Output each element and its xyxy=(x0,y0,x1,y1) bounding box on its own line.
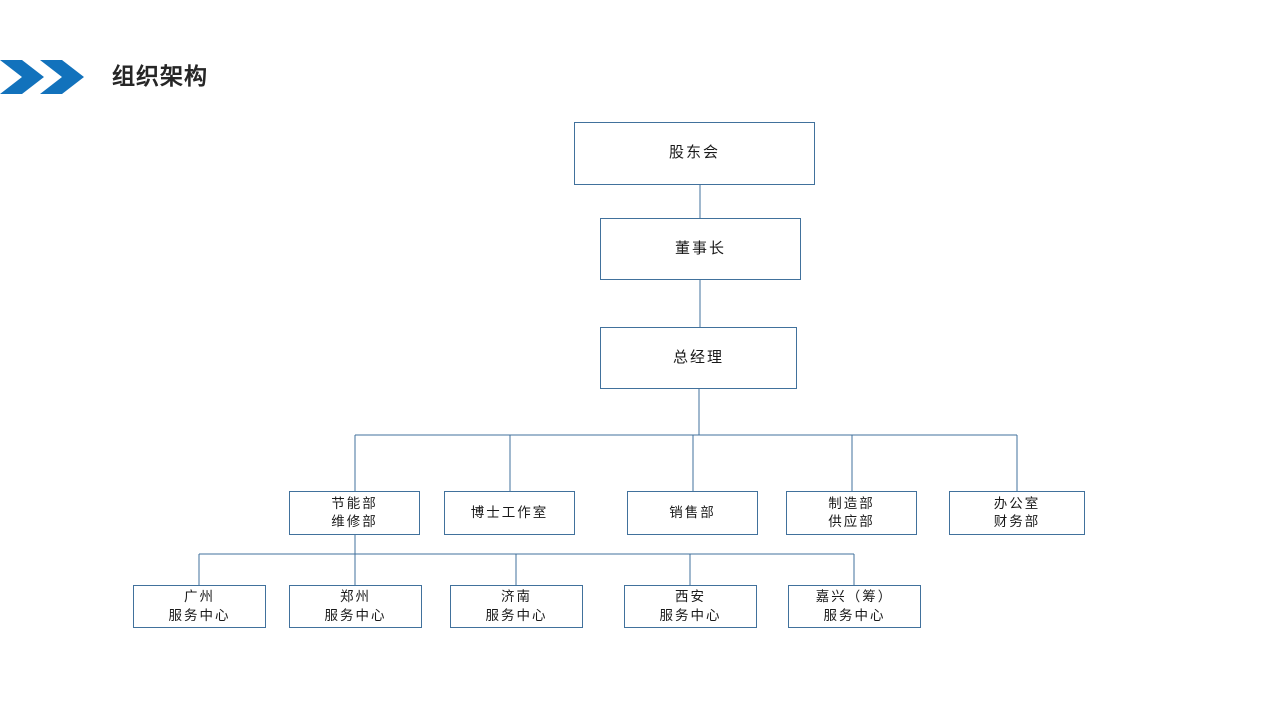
page-title: 组织架构 xyxy=(112,63,208,89)
node-label-line2: 服务中心 xyxy=(324,607,387,623)
node-label-line1: 郑州 xyxy=(340,589,371,605)
node-label-line2: 财务部 xyxy=(993,514,1041,529)
node-label-line2: 服务中心 xyxy=(485,607,548,623)
node-label-line1: 销售部 xyxy=(669,504,716,520)
node-center-guangzhou[interactable]: 广州 服务中心 xyxy=(133,585,266,628)
node-dept-sales[interactable]: 销售部 xyxy=(627,491,758,535)
node-label-line1: 嘉兴（筹） xyxy=(815,589,894,605)
double-chevron-right-icon xyxy=(0,60,84,94)
node-center-xian[interactable]: 西安 服务中心 xyxy=(624,585,757,628)
node-label-line1: 广州 xyxy=(184,589,215,605)
node-general-manager[interactable]: 总经理 xyxy=(600,327,797,389)
slide-header: 组织架构 xyxy=(0,52,1280,102)
node-label: 董事长 xyxy=(674,239,726,257)
node-label-line1: 博士工作室 xyxy=(470,504,549,520)
node-label-line2: 供应部 xyxy=(828,514,875,529)
node-label-line1: 办公室 xyxy=(993,495,1041,511)
node-center-zhengzhou[interactable]: 郑州 服务中心 xyxy=(289,585,422,628)
node-chairman[interactable]: 董事长 xyxy=(600,218,801,280)
node-dept-office-finance[interactable]: 办公室 财务部 xyxy=(949,491,1085,535)
node-dept-energy-maintenance[interactable]: 节能部 维修部 xyxy=(289,491,420,535)
node-label-line2: 服务中心 xyxy=(659,607,722,623)
node-shareholders[interactable]: 股东会 xyxy=(574,122,815,185)
node-label-line1: 节能部 xyxy=(331,495,378,511)
node-label-line2: 服务中心 xyxy=(168,607,231,623)
node-dept-manufacturing-supply[interactable]: 制造部 供应部 xyxy=(786,491,917,535)
node-label: 股东会 xyxy=(668,144,720,162)
node-center-jinan[interactable]: 济南 服务中心 xyxy=(450,585,583,628)
node-dept-doctor-studio[interactable]: 博士工作室 xyxy=(444,491,575,535)
node-label-line2: 服务中心 xyxy=(823,607,886,623)
node-label-line1: 制造部 xyxy=(828,495,875,511)
node-label: 总经理 xyxy=(672,348,724,366)
node-label-line1: 西安 xyxy=(675,589,706,605)
node-label-line1: 济南 xyxy=(501,589,532,605)
node-label-line2: 维修部 xyxy=(331,514,378,529)
node-center-jiaxing[interactable]: 嘉兴（筹） 服务中心 xyxy=(788,585,921,628)
